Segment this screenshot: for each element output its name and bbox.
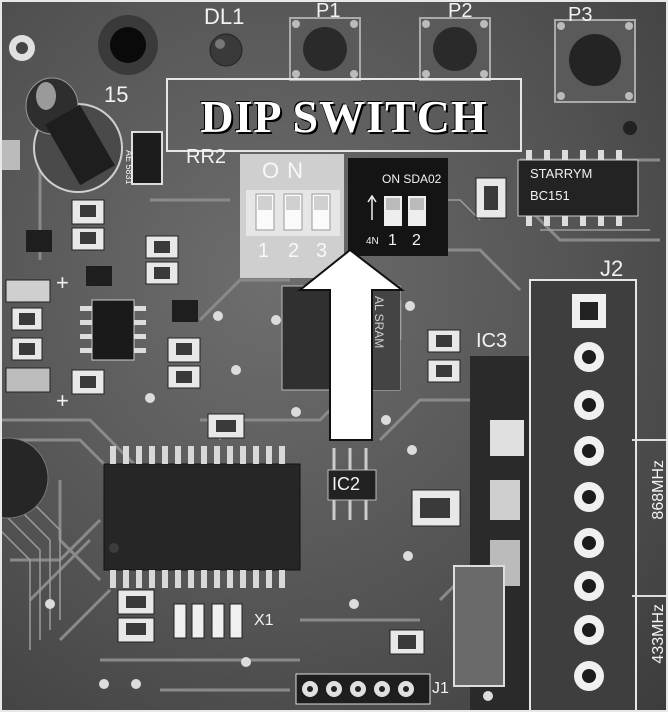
- chip-mark-top: STARRYM: [530, 166, 593, 181]
- chip-mark-code: BC151: [530, 188, 570, 203]
- mounting-hole: [110, 27, 146, 63]
- header-j1: [295, 673, 431, 705]
- vias: [45, 301, 493, 701]
- push-button-p2: [419, 17, 491, 81]
- label-x1: X1: [254, 612, 274, 629]
- plus-mark-bottom: +: [56, 388, 69, 413]
- dip2-pos-1: 1: [388, 232, 397, 249]
- crystal-x1: [173, 603, 243, 639]
- dip3-pos-1: 1: [258, 240, 270, 262]
- label-433mhz: 433MHz: [650, 604, 667, 664]
- dip3-pos-2: 2: [288, 240, 300, 262]
- dip-switch-3pos: [240, 154, 344, 278]
- dip2-pos-2: 2: [412, 232, 421, 249]
- ic2-side-mark: AL SRAM: [372, 296, 386, 349]
- label-868mhz: 868MHz: [650, 460, 667, 520]
- led-dl1: [209, 33, 243, 67]
- ic-bc151: [517, 150, 639, 226]
- push-button-p3: [554, 19, 636, 103]
- label-j2: J2: [600, 256, 624, 281]
- dip2-header: ON SDA02: [382, 172, 442, 186]
- label-ic3: IC3: [476, 330, 508, 352]
- label-ic2: IC2: [332, 474, 361, 494]
- pointer-arrow: [297, 248, 405, 441]
- dip3-pos-3: 3: [316, 240, 328, 262]
- label-rr2: RR2: [186, 146, 227, 168]
- capacitor-c15: [25, 77, 123, 193]
- microcontroller-ic: [103, 446, 301, 588]
- label-p3: P3: [568, 4, 593, 26]
- label-c15: 15: [104, 82, 129, 107]
- plus-mark-top: +: [56, 270, 69, 295]
- dip-switch-2pos: [348, 158, 448, 256]
- ic2-package: [327, 448, 377, 520]
- dip2-pos-4n: 4N: [366, 236, 379, 247]
- label-j1: J1: [432, 680, 449, 697]
- ic-8pin: [80, 299, 146, 361]
- push-button-p1: [289, 17, 361, 81]
- smd-transistors: [26, 230, 198, 322]
- dip-switch-title: DIP SWITCH: [200, 91, 488, 142]
- cap-mark: AE 5831: [124, 150, 134, 185]
- dip-switch-callout: DIP SWITCH: [166, 78, 522, 152]
- label-p2: P2: [448, 0, 473, 22]
- label-dl1: DL1: [204, 4, 245, 29]
- dip3-on-label: ON: [262, 158, 311, 183]
- smd-rr2-part: [131, 131, 163, 185]
- label-p1: P1: [316, 0, 341, 22]
